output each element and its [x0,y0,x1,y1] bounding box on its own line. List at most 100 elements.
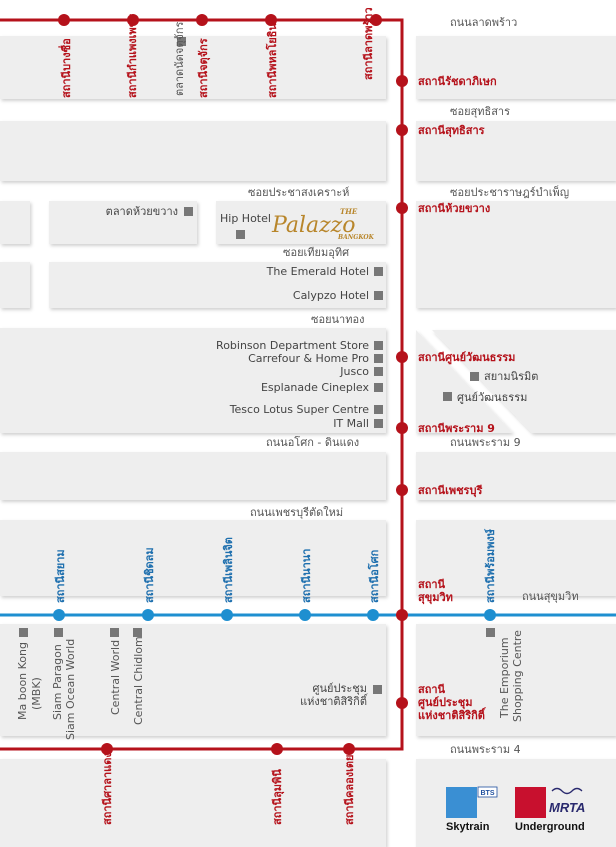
legend-underground: MRTA Underground [515,787,585,833]
road-soi-na-thong: ซอยนาทอง [311,313,364,326]
poi-mbk-line1: Ma boon Kong [16,642,29,720]
mrt-dot-phetchaburi[interactable] [396,484,408,496]
mrt-dot-kamphaeng-phet[interactable] [127,14,139,26]
mrt-dot-lat-phrao[interactable] [370,14,382,26]
mrt-top-labels: สถานีบางซื่อ สถานีกำแพงเพชร สถานีจตุจักร… [58,7,375,98]
mrt-right-labels: สถานีรัชดาภิเษก สถานีสุทธิสาร สถานีห้วยข… [418,75,515,722]
road-asok-din-daeng: ถนนอโศก - ดินแดง [266,435,359,449]
label-qsncc-line2: ศูนย์ประชุม [418,696,472,710]
poi-marker-central-world[interactable] [110,628,119,637]
road-soi-pracha-songkhro: ซอยประชาสงเคราะห์ [248,186,349,199]
mrt-dot-qsncc[interactable] [396,697,408,709]
poi-qsncc-line1: ศูนย์ประชุม [313,682,367,695]
legend-skytrain-swatch [446,787,477,818]
poi-marker-cultural-centre[interactable] [443,392,452,401]
legend-skytrain-label: Skytrain [446,821,490,833]
poi-marker-qsncc[interactable] [373,685,382,694]
bts-dot-siam[interactable] [53,609,65,621]
poi-marker-tesco[interactable] [374,405,383,414]
mrt-station-dots [58,14,408,755]
road-rama9: ถนนพระราม 9 [450,436,521,449]
poi-marker-hip-hotel[interactable] [236,230,245,239]
label-rama9-station: สถานีพระราม 9 [418,422,495,435]
city-blocks [0,36,616,847]
legend-underground-label: Underground [515,821,585,833]
poi-marker-central-chidlom[interactable] [133,628,142,637]
poi-markers [19,37,495,694]
poi-huai-khwang-market: ตลาดห้วยขวาง [106,205,178,218]
poi-carrefour: Carrefour & Home Pro [248,352,369,365]
mrt-dot-sukhumvit[interactable] [396,609,408,621]
label-phetchaburi: สถานีเพชรบุรี [418,484,482,498]
poi-marker-chatuchak[interactable] [177,37,186,46]
poi-marker-emerald[interactable] [374,267,383,276]
mrt-dot-bang-sue[interactable] [58,14,70,26]
poi-marker-carrefour[interactable] [374,354,383,363]
poi-marker-siam-niramit[interactable] [470,372,479,381]
label-kamphaeng-phet: สถานีกำแพงเพชร [126,14,139,98]
mrt-bottom-labels: สถานีศาลาแดง สถานีลุมพินี สถานีคลองเตย [101,752,356,825]
mrt-dot-lumphini[interactable] [271,743,283,755]
poi-marker-calypzo[interactable] [374,291,383,300]
bts-dot-phloen-chit[interactable] [221,609,233,621]
road-soi-tiam: ซอยเทียมอุทิศ [283,246,349,259]
poi-central-chidlom: Central Chidlom [132,636,145,725]
road-new-phetchaburi: ถนนเพชรบุรีตัดใหม่ [250,506,343,519]
bts-dot-nana[interactable] [299,609,311,621]
logo-name: Palazzo [271,213,356,238]
label-sukhumvit-line2: สุขุมวิท [418,591,453,605]
legend-bts-badge: BTS [481,790,495,797]
mrt-dot-chatuchak[interactable] [196,14,208,26]
mrt-dot-sutthisan[interactable] [396,124,408,136]
poi-marker-robinson[interactable] [374,341,383,350]
bts-dot-asok[interactable] [367,609,379,621]
bts-dot-phrom-phong[interactable] [484,609,496,621]
label-chatuchak: สถานีจตุจักร [197,38,211,98]
poi-chatuchak-market: ตลาดนัดจตุจักร [173,21,186,96]
bts-station-dots [53,609,496,621]
legend-mrta: MRTA [549,800,585,815]
label-sukhumvit-line1: สถานี [418,578,446,591]
poi-calypzo-hotel: Calypzo Hotel [293,289,369,302]
mrt-dot-cultural-centre[interactable] [396,351,408,363]
poi-cultural-centre: ศูนย์วัฒนธรรม [457,391,527,404]
poi-mbk-line2: (MBK) [30,677,43,710]
bts-dot-chit-lom[interactable] [142,609,154,621]
road-sukhumvit: ถนนสุขุมวิท [522,590,579,603]
poi-marker-esplanade[interactable] [374,383,383,392]
label-phahon-yothin: สถานีพหลโยธิน [265,23,279,98]
poi-marker-emporium[interactable] [486,628,495,637]
logo-the: THE [340,207,358,216]
poi-it-mall: IT Mall [333,417,369,430]
label-siam: สถานีสยาม [54,549,67,603]
label-huai-khwang: สถานีห้วยขวาง [418,202,490,215]
bts-labels: สถานีสยาม สถานีชิดลม สถานีเพลินจิต สถานี… [54,528,497,603]
poi-robinson: Robinson Department Store [216,339,369,352]
mrt-dot-khlong-toei[interactable] [343,743,355,755]
road-soi-pracharat-bampen: ซอยประชาราษฎร์บำเพ็ญ [450,185,569,199]
mrt-dot-rama9[interactable] [396,422,408,434]
poi-jusco: Jusco [339,365,369,378]
poi-marker-mbk[interactable] [19,628,28,637]
poi-labels: ตลาดนัดจตุจักร ตลาดห้วยขวาง Hip Hotel Th… [16,21,538,740]
label-phloen-chit: สถานีเพลินจิต [222,537,235,603]
label-asok: สถานีอโศก [367,549,381,603]
poi-central-world: Central World [109,640,122,715]
poi-marker-jusco[interactable] [374,367,383,376]
legend-underground-swatch [515,787,546,818]
poi-marker-siam-paragon[interactable] [54,628,63,637]
mrt-dot-ratchadaphisek[interactable] [396,75,408,87]
label-sutthisan: สถานีสุทธิสาร [418,124,485,138]
road-ladprao: ถนนลาดพร้าว [450,16,517,29]
mrt-dot-si-lom[interactable] [101,743,113,755]
mrt-dot-phahon-yothin[interactable] [265,14,277,26]
poi-marker-it-mall[interactable] [374,419,383,428]
poi-marker-huai-khwang-market[interactable] [184,207,193,216]
poi-emporium-line2: Shopping Centre [511,630,524,722]
label-phrom-phong: สถานีพร้อมพงษ์ [484,528,497,603]
poi-qsncc-line2: แห่งชาติสิริกิติ์ [300,693,369,708]
poi-siam-niramit: สยามนิรมิต [484,370,538,383]
mrt-dot-huai-khwang[interactable] [396,202,408,214]
palazzo-logo: THE Palazzo BANGKOK [271,207,375,241]
